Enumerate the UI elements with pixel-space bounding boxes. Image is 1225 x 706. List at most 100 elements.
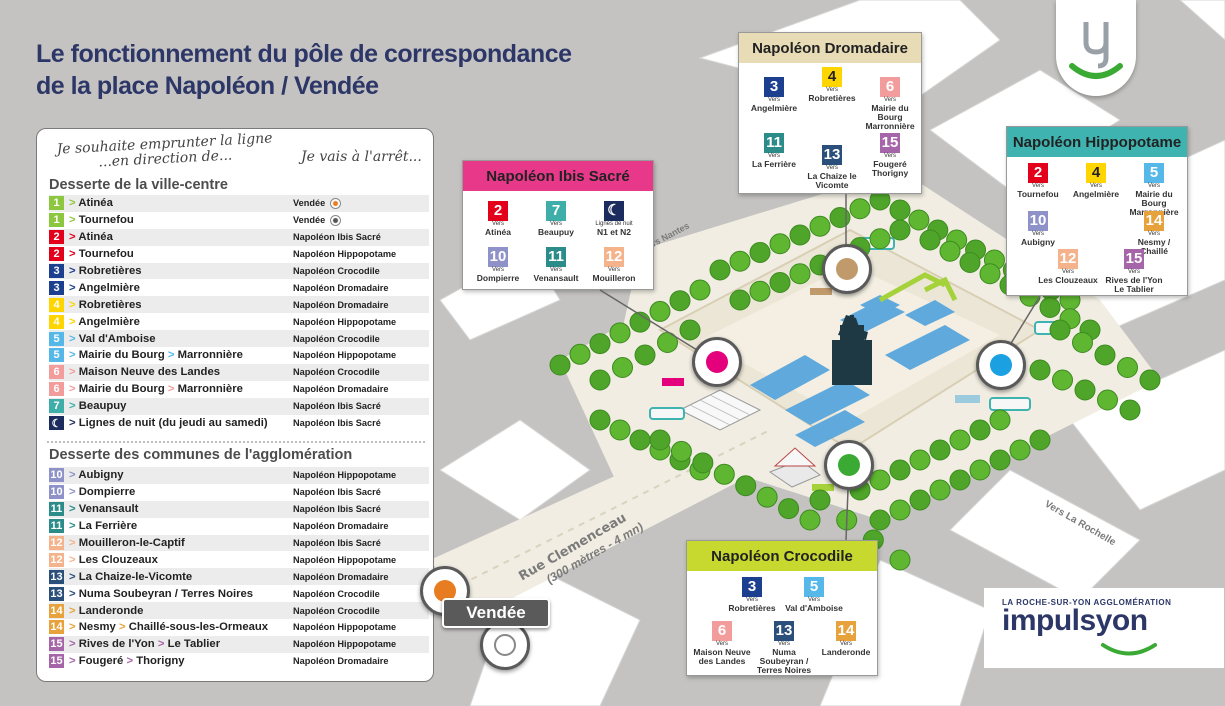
vers-label: Vers xyxy=(549,267,562,273)
stop-pin-vendee-2[interactable] xyxy=(480,620,530,670)
stop-name: Napoléon Ibis Sacré xyxy=(293,232,381,242)
arrow-icon: > xyxy=(69,383,79,396)
tree-icon xyxy=(1117,357,1138,378)
stop-pin-hippopotame[interactable] xyxy=(976,340,1026,390)
stop-pin-dromadaire[interactable] xyxy=(822,244,872,294)
destination-text: Val d'Amboise xyxy=(78,332,156,345)
arrow-icon: > xyxy=(69,315,79,328)
destination-label: Angelmière xyxy=(750,103,798,113)
vers-label: Vers xyxy=(767,153,780,159)
vers-label: Vers xyxy=(1031,231,1044,237)
vers-label: Vers xyxy=(767,97,780,103)
table-row[interactable]: ☾> Lignes de nuit (du jeudi au samedi)Na… xyxy=(49,415,429,432)
stop-name-text: Napoléon Hippopotame xyxy=(293,622,397,633)
stop-name-text: Napoléon Dromadaire xyxy=(293,282,389,293)
stop-pin-crocodile[interactable] xyxy=(824,440,874,490)
title-line-2: de la place Napoléon / Vendée xyxy=(36,72,379,100)
stop-name: Napoléon Crocodile xyxy=(293,334,380,344)
callout-dromadaire-title: Napoléon Dromadaire xyxy=(739,33,921,63)
tree-icon xyxy=(769,272,791,293)
destination-text: Atinéa xyxy=(78,197,113,210)
tree-icon xyxy=(969,419,991,441)
stop-name: Napoléon Crocodile xyxy=(293,589,380,599)
line-badge: 6 xyxy=(49,365,64,380)
tree-icon xyxy=(909,449,931,471)
stop-name-text: Napoléon Hippopotame xyxy=(293,249,397,260)
arrow-icon: > xyxy=(69,604,79,617)
tree-icon xyxy=(789,224,811,246)
line-badge: 3 xyxy=(49,280,64,295)
arrow-icon: > xyxy=(123,655,137,668)
line-destination: > Atinéa xyxy=(69,197,293,209)
destination-text: Mairie du Bourg xyxy=(78,383,165,396)
line-destination: > Maison Neuve des Landes xyxy=(69,366,293,378)
line-badge: 4 xyxy=(49,297,64,312)
stop-name: Napoléon Dromadaire xyxy=(293,384,388,394)
arrow-icon: > xyxy=(164,383,178,396)
stop-pin-ibis-sacre[interactable] xyxy=(692,337,742,387)
destination-label: Mouilleron xyxy=(592,273,636,283)
tree-icon xyxy=(949,429,971,451)
tree-icon xyxy=(1139,369,1161,391)
arrow-icon: > xyxy=(69,570,79,583)
line-badge: 12 xyxy=(604,247,624,267)
tree-icon xyxy=(889,499,911,521)
stop-name: Napoléon Hippopotame xyxy=(293,639,396,649)
arrow-icon: > xyxy=(69,621,79,634)
brand-logo-tab xyxy=(1056,0,1136,96)
line-destination: > Nesmy > Chaillé-sous-les-Ormeaux xyxy=(69,621,293,633)
stop-name-text: Napoléon Ibis Sacré xyxy=(293,504,381,515)
stop-name-text: Napoléon Crocodile xyxy=(293,266,380,276)
